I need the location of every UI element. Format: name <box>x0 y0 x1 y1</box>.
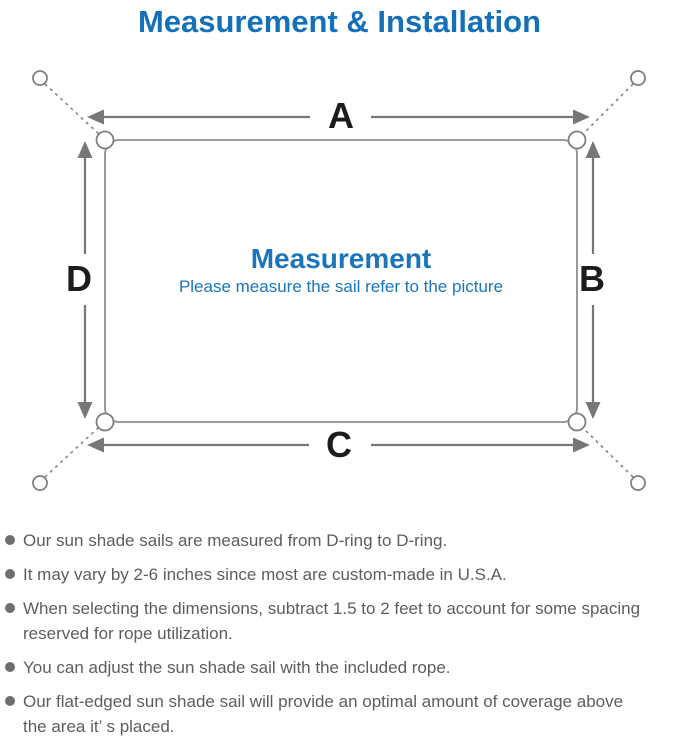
note-line: Our flat-edged sun shade sail will provi… <box>23 692 624 711</box>
note-line: the area it’ s placed. <box>23 717 175 736</box>
dimension-label-c: C <box>326 424 352 465</box>
anchor-point-top-right <box>630 70 646 86</box>
dimension-label-a: A <box>328 95 354 136</box>
arrowhead-c-left <box>87 437 104 453</box>
center-heading: Measurement <box>251 243 432 274</box>
note-line: You can adjust the sun shade sail with t… <box>23 658 451 677</box>
d-ring-top-right <box>567 130 587 150</box>
dimension-arrow-c <box>87 437 590 453</box>
d-ring-top-left <box>95 130 115 150</box>
notes-list: Our sun shade sails are measured from D-… <box>5 528 677 739</box>
note-text: Our sun shade sails are measured from D-… <box>23 528 447 553</box>
note-line: reserved for rope utilization. <box>23 624 233 643</box>
arrowhead-d-bottom <box>77 402 93 419</box>
rope-line-bottom-left <box>44 426 100 478</box>
note-item: When selecting the dimensions, subtract … <box>5 596 677 646</box>
note-item: Our sun shade sails are measured from D-… <box>5 528 677 553</box>
bullet-dot <box>5 696 15 706</box>
arrowhead-b-top <box>585 141 601 158</box>
note-text: It may vary by 2-6 inches since most are… <box>23 562 507 587</box>
note-line: Our sun shade sails are measured from D-… <box>23 531 448 550</box>
dimension-arrow-a <box>87 109 590 125</box>
dimension-label-b: B <box>579 258 605 299</box>
arrowhead-a-left <box>87 109 104 125</box>
arrowhead-d-top <box>77 141 93 158</box>
note-text: When selecting the dimensions, subtract … <box>23 596 640 646</box>
sail-rect <box>104 139 578 423</box>
rope-line-bottom-right <box>581 426 634 478</box>
anchor-point-bottom-left <box>32 475 48 491</box>
center-subtitle: Please measure the sail refer to the pic… <box>179 277 503 296</box>
dimension-label-d: D <box>66 258 92 299</box>
note-item: It may vary by 2-6 inches since most are… <box>5 562 677 587</box>
d-ring-bottom-right <box>567 412 587 432</box>
note-line: When selecting the dimensions, subtract … <box>23 599 641 618</box>
page-title: Measurement & Installation <box>137 4 542 39</box>
note-text: Our flat-edged sun shade sail will provi… <box>23 689 623 739</box>
bullet-dot <box>5 535 15 545</box>
note-text: You can adjust the sun shade sail with t… <box>23 655 451 680</box>
anchor-point-bottom-right <box>630 475 646 491</box>
rope-line-top-right <box>581 83 634 136</box>
bullet-dot <box>5 569 15 579</box>
bullet-dot <box>5 603 15 613</box>
note-item: Our flat-edged sun shade sail will provi… <box>5 689 677 739</box>
arrowhead-a-right <box>573 109 590 125</box>
d-ring-bottom-left <box>95 412 115 432</box>
note-item: You can adjust the sun shade sail with t… <box>5 655 677 680</box>
dimension-arrow-b <box>585 141 601 419</box>
note-line: It may vary by 2-6 inches since most are… <box>23 565 507 584</box>
sail-measurement-diagram: A C D B Measurement Please measure the s… <box>32 70 646 491</box>
anchor-point-top-left <box>32 70 48 86</box>
dimension-arrow-d <box>77 141 93 419</box>
arrowhead-c-right <box>573 437 590 453</box>
arrowhead-b-bottom <box>585 402 601 419</box>
bullet-dot <box>5 662 15 672</box>
rope-line-top-left <box>44 83 101 136</box>
